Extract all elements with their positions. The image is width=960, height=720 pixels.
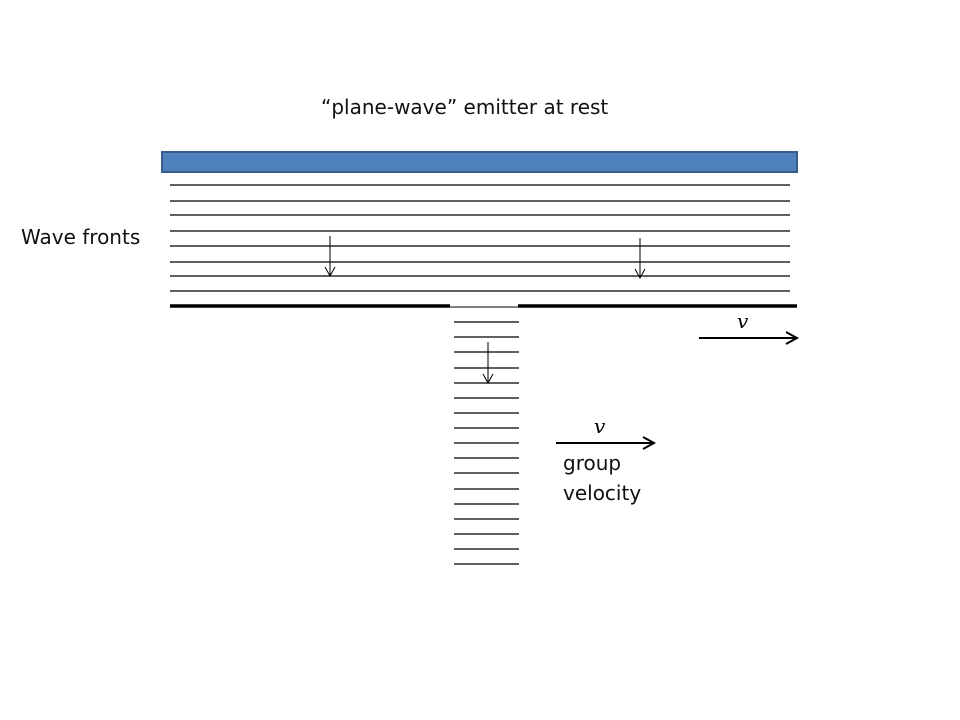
group-velocity-label-line1: group bbox=[563, 451, 622, 475]
group-velocity-label-line2: velocity bbox=[563, 481, 642, 505]
velocity-arrows bbox=[556, 331, 800, 450]
arrowhead bbox=[324, 266, 336, 278]
narrow-wavefronts bbox=[454, 321, 519, 565]
velocity-symbol-top: v bbox=[737, 309, 749, 333]
arrowhead bbox=[634, 268, 646, 280]
wide-wavefronts bbox=[170, 184, 790, 292]
barrier-with-slit bbox=[170, 304, 797, 308]
propagation-arrows bbox=[324, 236, 646, 385]
arrowhead bbox=[785, 331, 800, 345]
plane-wave-emitter-bar bbox=[161, 151, 798, 173]
wave-fronts-label: Wave fronts bbox=[21, 225, 141, 249]
diagram-title: “plane-wave” emitter at rest bbox=[321, 95, 609, 119]
arrowhead bbox=[642, 436, 657, 450]
velocity-symbol-bottom: v bbox=[594, 414, 606, 438]
arrowhead bbox=[482, 373, 494, 385]
